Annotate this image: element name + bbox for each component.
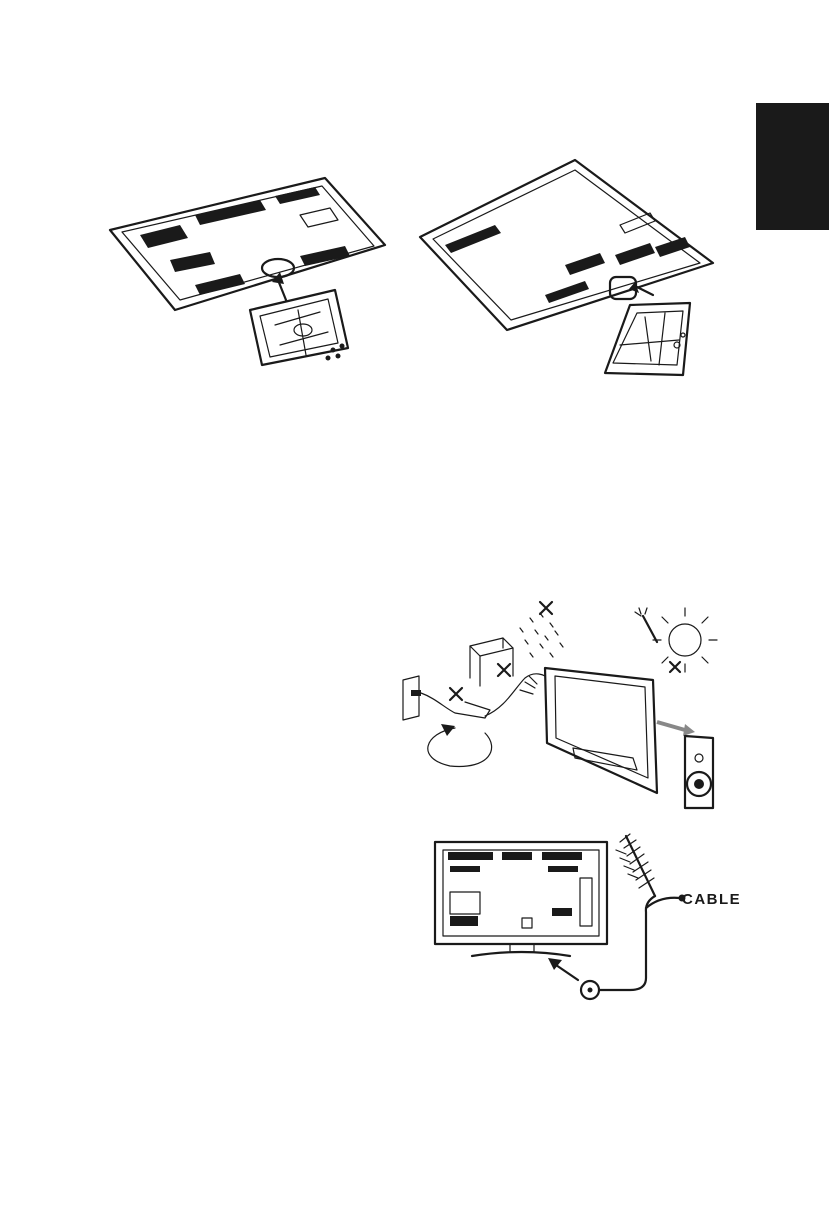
rain-icon [520,602,563,657]
speaker-icon [685,736,713,808]
cable-label: CABLE [682,891,741,908]
antenna-connection-illustration [430,830,730,1010]
coax-connector-icon [581,981,599,999]
sun-icon [653,608,717,672]
flame-icon [635,608,657,642]
stand-attach-right-illustration [415,155,715,380]
tv-front-icon [545,668,657,793]
stool-icon [470,638,513,686]
power-outlet-icon [403,676,421,720]
antenna-icon [616,834,655,896]
stand-attach-left-illustration [100,160,400,380]
safety-precautions-illustration [395,598,730,813]
side-tab [756,103,829,230]
no-pull-cord-icon [450,688,462,700]
hand-icon [421,693,490,718]
